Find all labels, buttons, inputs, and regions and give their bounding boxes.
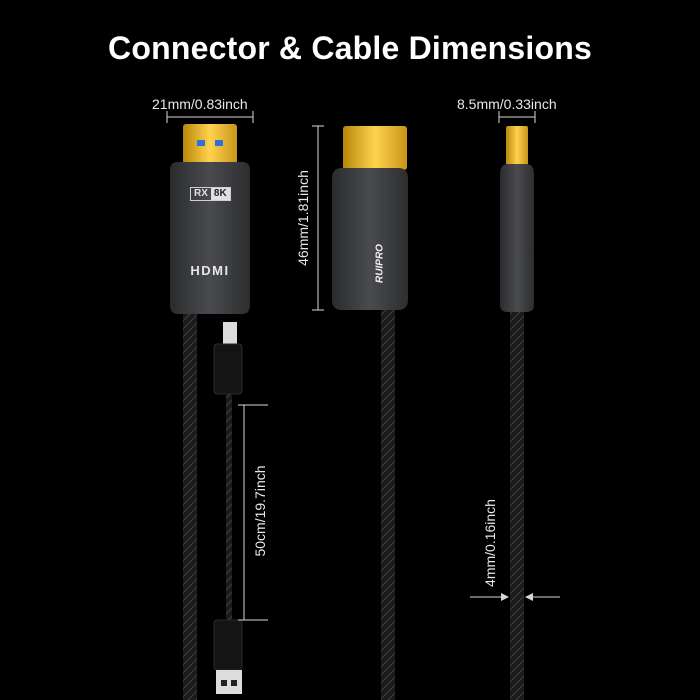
usb-thin-cable xyxy=(226,394,232,620)
left-contact-window xyxy=(197,140,205,146)
right-hdmi-cable xyxy=(510,312,524,700)
arrowhead-left-pointing xyxy=(525,593,533,601)
center-gold-plug xyxy=(343,126,407,170)
arrowhead-right-pointing xyxy=(501,593,509,601)
connector-width-label: 21mm/0.83inch xyxy=(152,96,248,112)
center-hdmi-connector xyxy=(332,126,408,700)
center-housing xyxy=(332,168,408,310)
usb-length-label: 50cm/19.7inch xyxy=(252,465,268,557)
connector-height-label: 46mm/1.81inch xyxy=(295,170,311,266)
hdmi-logo: HDMI xyxy=(190,263,230,278)
right-hdmi-connector-side xyxy=(500,126,534,700)
center-hdmi-cable xyxy=(381,310,395,700)
usb-plug-hole xyxy=(231,680,237,686)
usb-bottom-housing xyxy=(213,619,243,671)
usb-top-housing xyxy=(213,343,243,395)
left-housing xyxy=(170,162,250,314)
right-housing xyxy=(500,164,534,312)
badge-rx: RX xyxy=(194,188,208,199)
connector-thickness-label: 8.5mm/0.33inch xyxy=(457,96,557,112)
usb-bottom-plug-metal xyxy=(216,670,242,694)
left-hdmi-connector xyxy=(170,124,250,700)
rx-8k-badge: RX 8K xyxy=(190,187,231,201)
diameter-arrowheads xyxy=(501,593,533,601)
usb-power-cable xyxy=(213,322,243,694)
brand-logo: RUIPRO xyxy=(374,244,386,283)
page-title: Connector & Cable Dimensions xyxy=(108,30,592,66)
badge-8k: 8K xyxy=(210,188,230,200)
usb-top-plug-metal xyxy=(223,322,237,344)
left-hdmi-cable xyxy=(183,314,197,700)
left-gold-plug xyxy=(183,124,237,166)
right-gold-plug xyxy=(506,126,528,174)
usb-plug-hole xyxy=(221,680,227,686)
left-contact-window xyxy=(215,140,223,146)
dimension-lines xyxy=(166,111,560,621)
cable-diameter-label: 4mm/0.16inch xyxy=(482,499,498,587)
